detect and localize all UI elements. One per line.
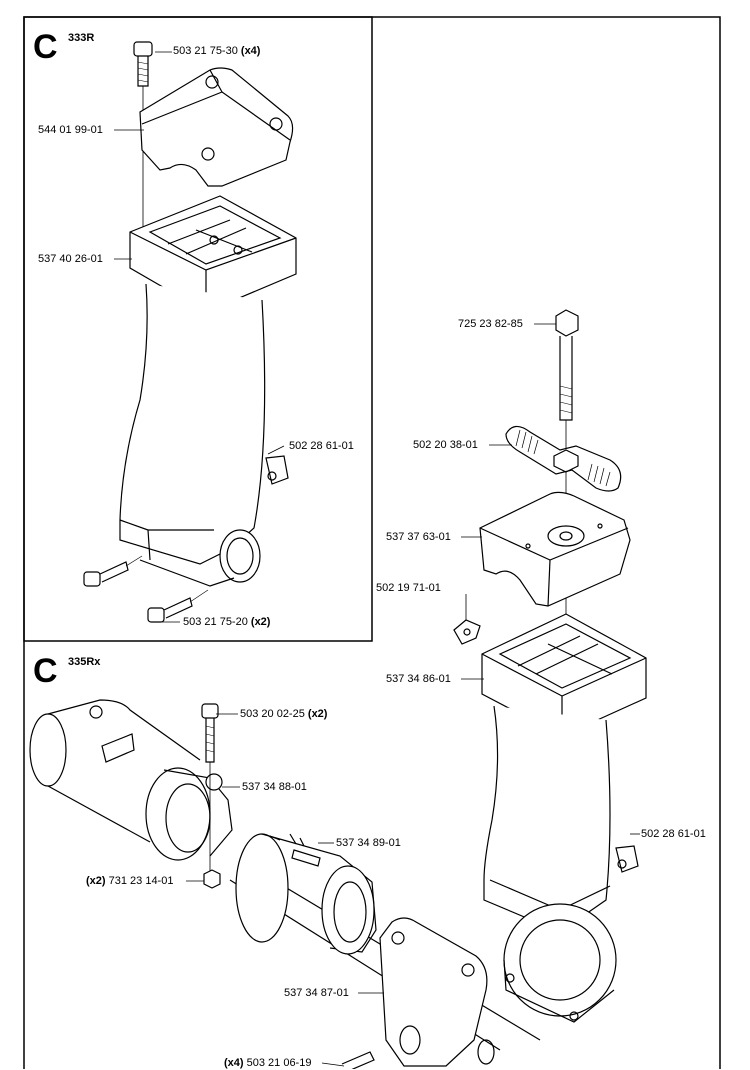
part-qty: (x4)	[224, 1057, 244, 1069]
part-label-503-20-02-25: 503 20 02-25 (x2)	[240, 708, 327, 721]
part-qty: (x4)	[240, 45, 261, 57]
part-label-537-34-89-01: 537 34 89-01	[336, 837, 401, 849]
part-label-537-34-86-01: 537 34 86-01	[386, 673, 451, 685]
screw-503-21-06-19	[341, 1051, 375, 1069]
part-label-502-28-61-01-a: 502 28 61-01	[289, 440, 354, 452]
part-qty: (x2)	[307, 708, 328, 720]
handle-frame-537-40-26-01	[129, 195, 297, 313]
part-label-544-01-99-01: 544 01 99-01	[38, 124, 103, 136]
leader-lines	[114, 51, 640, 1067]
screw-503-21-75-20-a	[83, 561, 129, 587]
part-label-502-20-38-01: 502 20 38-01	[413, 439, 478, 451]
section-model-333r: 333R	[68, 32, 95, 44]
part-label-503-21-75-30: 503 21 75-30 (x4)	[173, 45, 260, 58]
part-label-537-40-26-01: 537 40 26-01	[38, 253, 103, 265]
part-label-503-21-75-20: 503 21 75-20 (x2)	[183, 616, 270, 629]
lock-nut-502-28-61-01-b	[615, 845, 639, 873]
clamp-cover-537-37-63-01	[479, 491, 631, 607]
part-label-731-23-14-01: (x2) 731 23 14-01	[86, 875, 173, 888]
handle-grip-333r	[119, 283, 266, 587]
nut-731-23-14-01	[203, 869, 221, 889]
screw-503-21-75-30	[133, 41, 153, 87]
screw-503-20-02-25	[201, 703, 219, 763]
part-number: 503 21 75-30	[173, 45, 238, 57]
part-number: 503 21 75-20	[183, 616, 248, 628]
handle-frame-537-34-86-01	[481, 613, 647, 737]
part-label-537-34-87-01: 537 34 87-01	[284, 987, 349, 999]
handle-grip-335rx	[483, 705, 617, 1023]
bolt-725-23-82-85	[555, 309, 579, 421]
square-nut-502-19-71-01	[453, 619, 481, 645]
section-letter-335rx: C	[33, 652, 58, 690]
wing-knob-502-20-38-01	[505, 425, 622, 492]
part-qty: (x2)	[86, 875, 106, 887]
screw-503-21-75-20-b	[147, 597, 193, 623]
clamp-cover-544-01-99-01	[139, 67, 294, 187]
section-letter-333r: C	[33, 28, 58, 66]
part-label-725-23-82-85: 725 23 82-85	[458, 318, 523, 330]
section-333r-box	[23, 16, 373, 642]
lock-nut-502-28-61-01-a	[265, 455, 289, 485]
section-model-335rx: 335Rx	[68, 656, 101, 668]
sleeve-537-34-89-01	[235, 833, 377, 955]
clamp-537-34-87-01	[379, 917, 495, 1067]
part-qty: (x2)	[250, 616, 271, 628]
part-label-537-34-88-01: 537 34 88-01	[242, 781, 307, 793]
part-number: 731 23 14-01	[108, 875, 174, 887]
part-number: 503 20 02-25	[240, 708, 305, 720]
part-label-537-37-63-01: 537 37 63-01	[386, 531, 451, 543]
part-label-503-21-06-19: (x4) 503 21 06-19	[224, 1057, 311, 1070]
part-label-502-28-61-01-b: 502 28 61-01	[641, 828, 706, 840]
part-number: 503 21 06-19	[246, 1057, 312, 1069]
clamp-537-34-88-01	[145, 767, 233, 861]
part-label-502-19-71-01: 502 19 71-01	[376, 582, 441, 594]
